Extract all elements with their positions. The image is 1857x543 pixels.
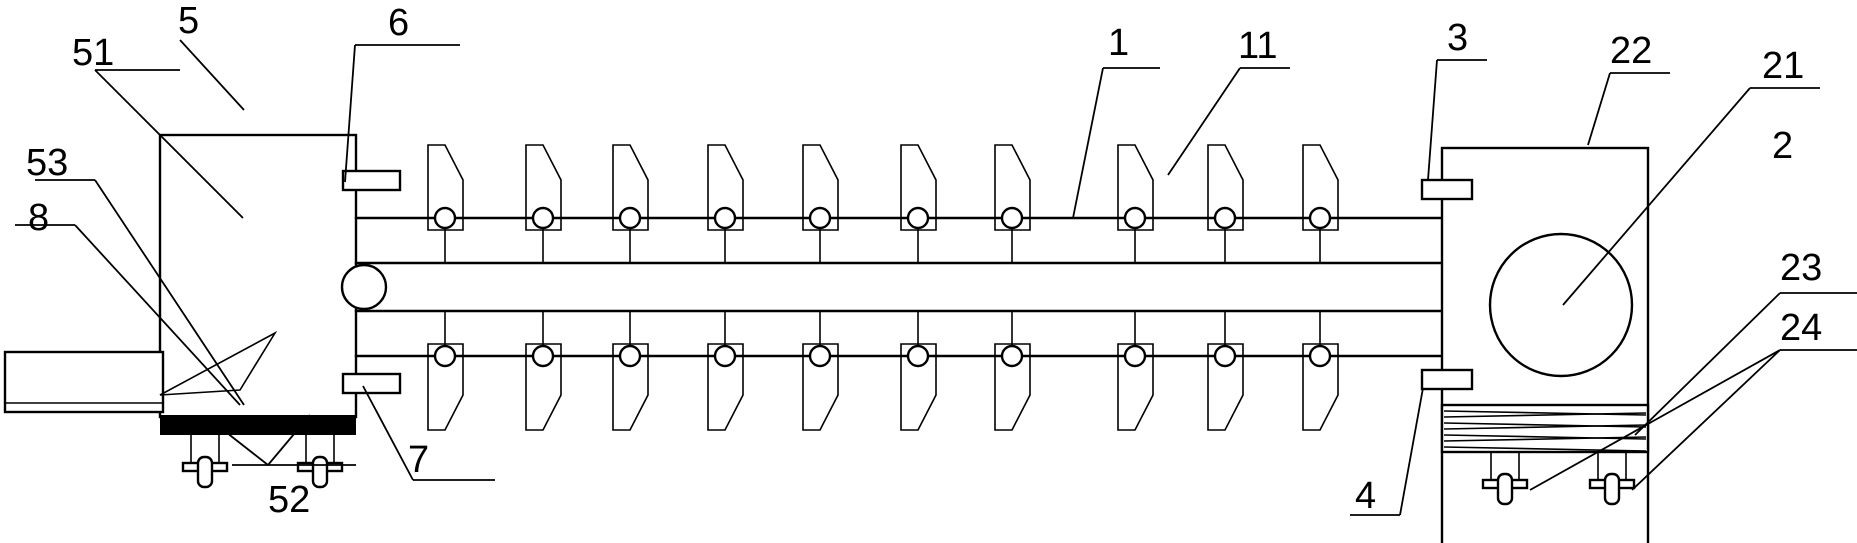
right-base-hatching <box>1443 410 1647 452</box>
upper-roller-1 <box>433 206 457 230</box>
lower-roller-9 <box>1213 344 1237 368</box>
label-2: 2 <box>1772 125 1793 167</box>
right-drum <box>1488 232 1634 378</box>
label-22: 22 <box>1610 30 1652 72</box>
label-23: 23 <box>1780 247 1822 289</box>
label-53: 53 <box>26 142 68 184</box>
lower-paddle-4 <box>707 343 744 431</box>
lower-paddle-5 <box>802 343 839 431</box>
lower-paddle-10 <box>1302 343 1339 431</box>
leader-lines <box>15 39 1857 516</box>
upper-roller-9 <box>1213 206 1237 230</box>
label-3: 3 <box>1447 17 1468 59</box>
hatch-line-6 <box>1443 436 1647 442</box>
lower-paddle-6 <box>900 343 937 431</box>
lower-paddle-8 <box>1117 343 1154 431</box>
lower-paddle-2 <box>525 343 562 431</box>
drive-wheel <box>340 263 388 311</box>
upper-roller-3 <box>618 206 642 230</box>
label-8: 8 <box>28 197 49 239</box>
upper-roller-7 <box>1000 206 1024 230</box>
lower-paddle-3 <box>612 343 649 431</box>
lower-roller-1 <box>433 344 457 368</box>
left-housing <box>158 133 358 419</box>
left-caster-2-wheel <box>311 455 329 489</box>
sensor-4 <box>1420 368 1474 391</box>
right-casters <box>1481 452 1636 506</box>
lower-paddle-9 <box>1207 343 1244 431</box>
left-caster-1-wheel <box>196 455 214 489</box>
left-base <box>160 415 356 435</box>
right-caster-2-wheel <box>1603 472 1621 506</box>
upper-paddle-8 <box>1117 144 1154 231</box>
lower-roller-8 <box>1123 344 1147 368</box>
upper-paddle-6 <box>900 144 937 231</box>
upper-paddle-10 <box>1302 144 1339 231</box>
lower-roller-7 <box>1000 344 1024 368</box>
upper-paddle-9 <box>1207 144 1244 231</box>
label-52: 52 <box>268 479 310 521</box>
label-51: 51 <box>72 32 114 74</box>
upper-roller-2 <box>531 206 555 230</box>
upper-roller-6 <box>906 206 930 230</box>
lower-roller-4 <box>713 344 737 368</box>
paddle-row <box>427 144 1339 431</box>
label-1: 1 <box>1108 22 1129 64</box>
lower-roller-2 <box>531 344 555 368</box>
label-4: 4 <box>1355 475 1376 517</box>
upper-roller-4 <box>713 206 737 230</box>
label-7: 7 <box>408 439 429 481</box>
label-5: 5 <box>178 0 199 42</box>
upper-roller-8 <box>1123 206 1147 230</box>
lower-roller-6 <box>906 344 930 368</box>
upper-roller-5 <box>808 206 832 230</box>
right-caster-1-wheel <box>1496 472 1514 506</box>
upper-paddle-1 <box>427 144 464 231</box>
upper-paddle-2 <box>525 144 562 231</box>
sensor-3 <box>1420 178 1474 201</box>
label-24: 24 <box>1780 307 1822 349</box>
sensor-6 <box>341 169 402 192</box>
upper-paddle-7 <box>994 144 1031 231</box>
sensor-7 <box>341 372 402 395</box>
label-11: 11 <box>1238 25 1277 67</box>
upper-roller-10 <box>1308 206 1332 230</box>
lower-roller-3 <box>618 344 642 368</box>
lower-roller-10 <box>1308 344 1332 368</box>
label-6: 6 <box>388 2 409 44</box>
lower-paddle-1 <box>427 343 464 431</box>
hatch-line-7 <box>1443 446 1647 452</box>
upper-paddle-4 <box>707 144 744 231</box>
upper-paddle-3 <box>612 144 649 231</box>
upper-paddle-5 <box>802 144 839 231</box>
left-chute <box>3 350 165 414</box>
label-21: 21 <box>1762 45 1804 87</box>
lower-roller-5 <box>808 344 832 368</box>
hatch-line-2 <box>1443 412 1647 418</box>
hatch-line-4 <box>1443 424 1647 430</box>
lower-paddle-7 <box>994 343 1031 431</box>
